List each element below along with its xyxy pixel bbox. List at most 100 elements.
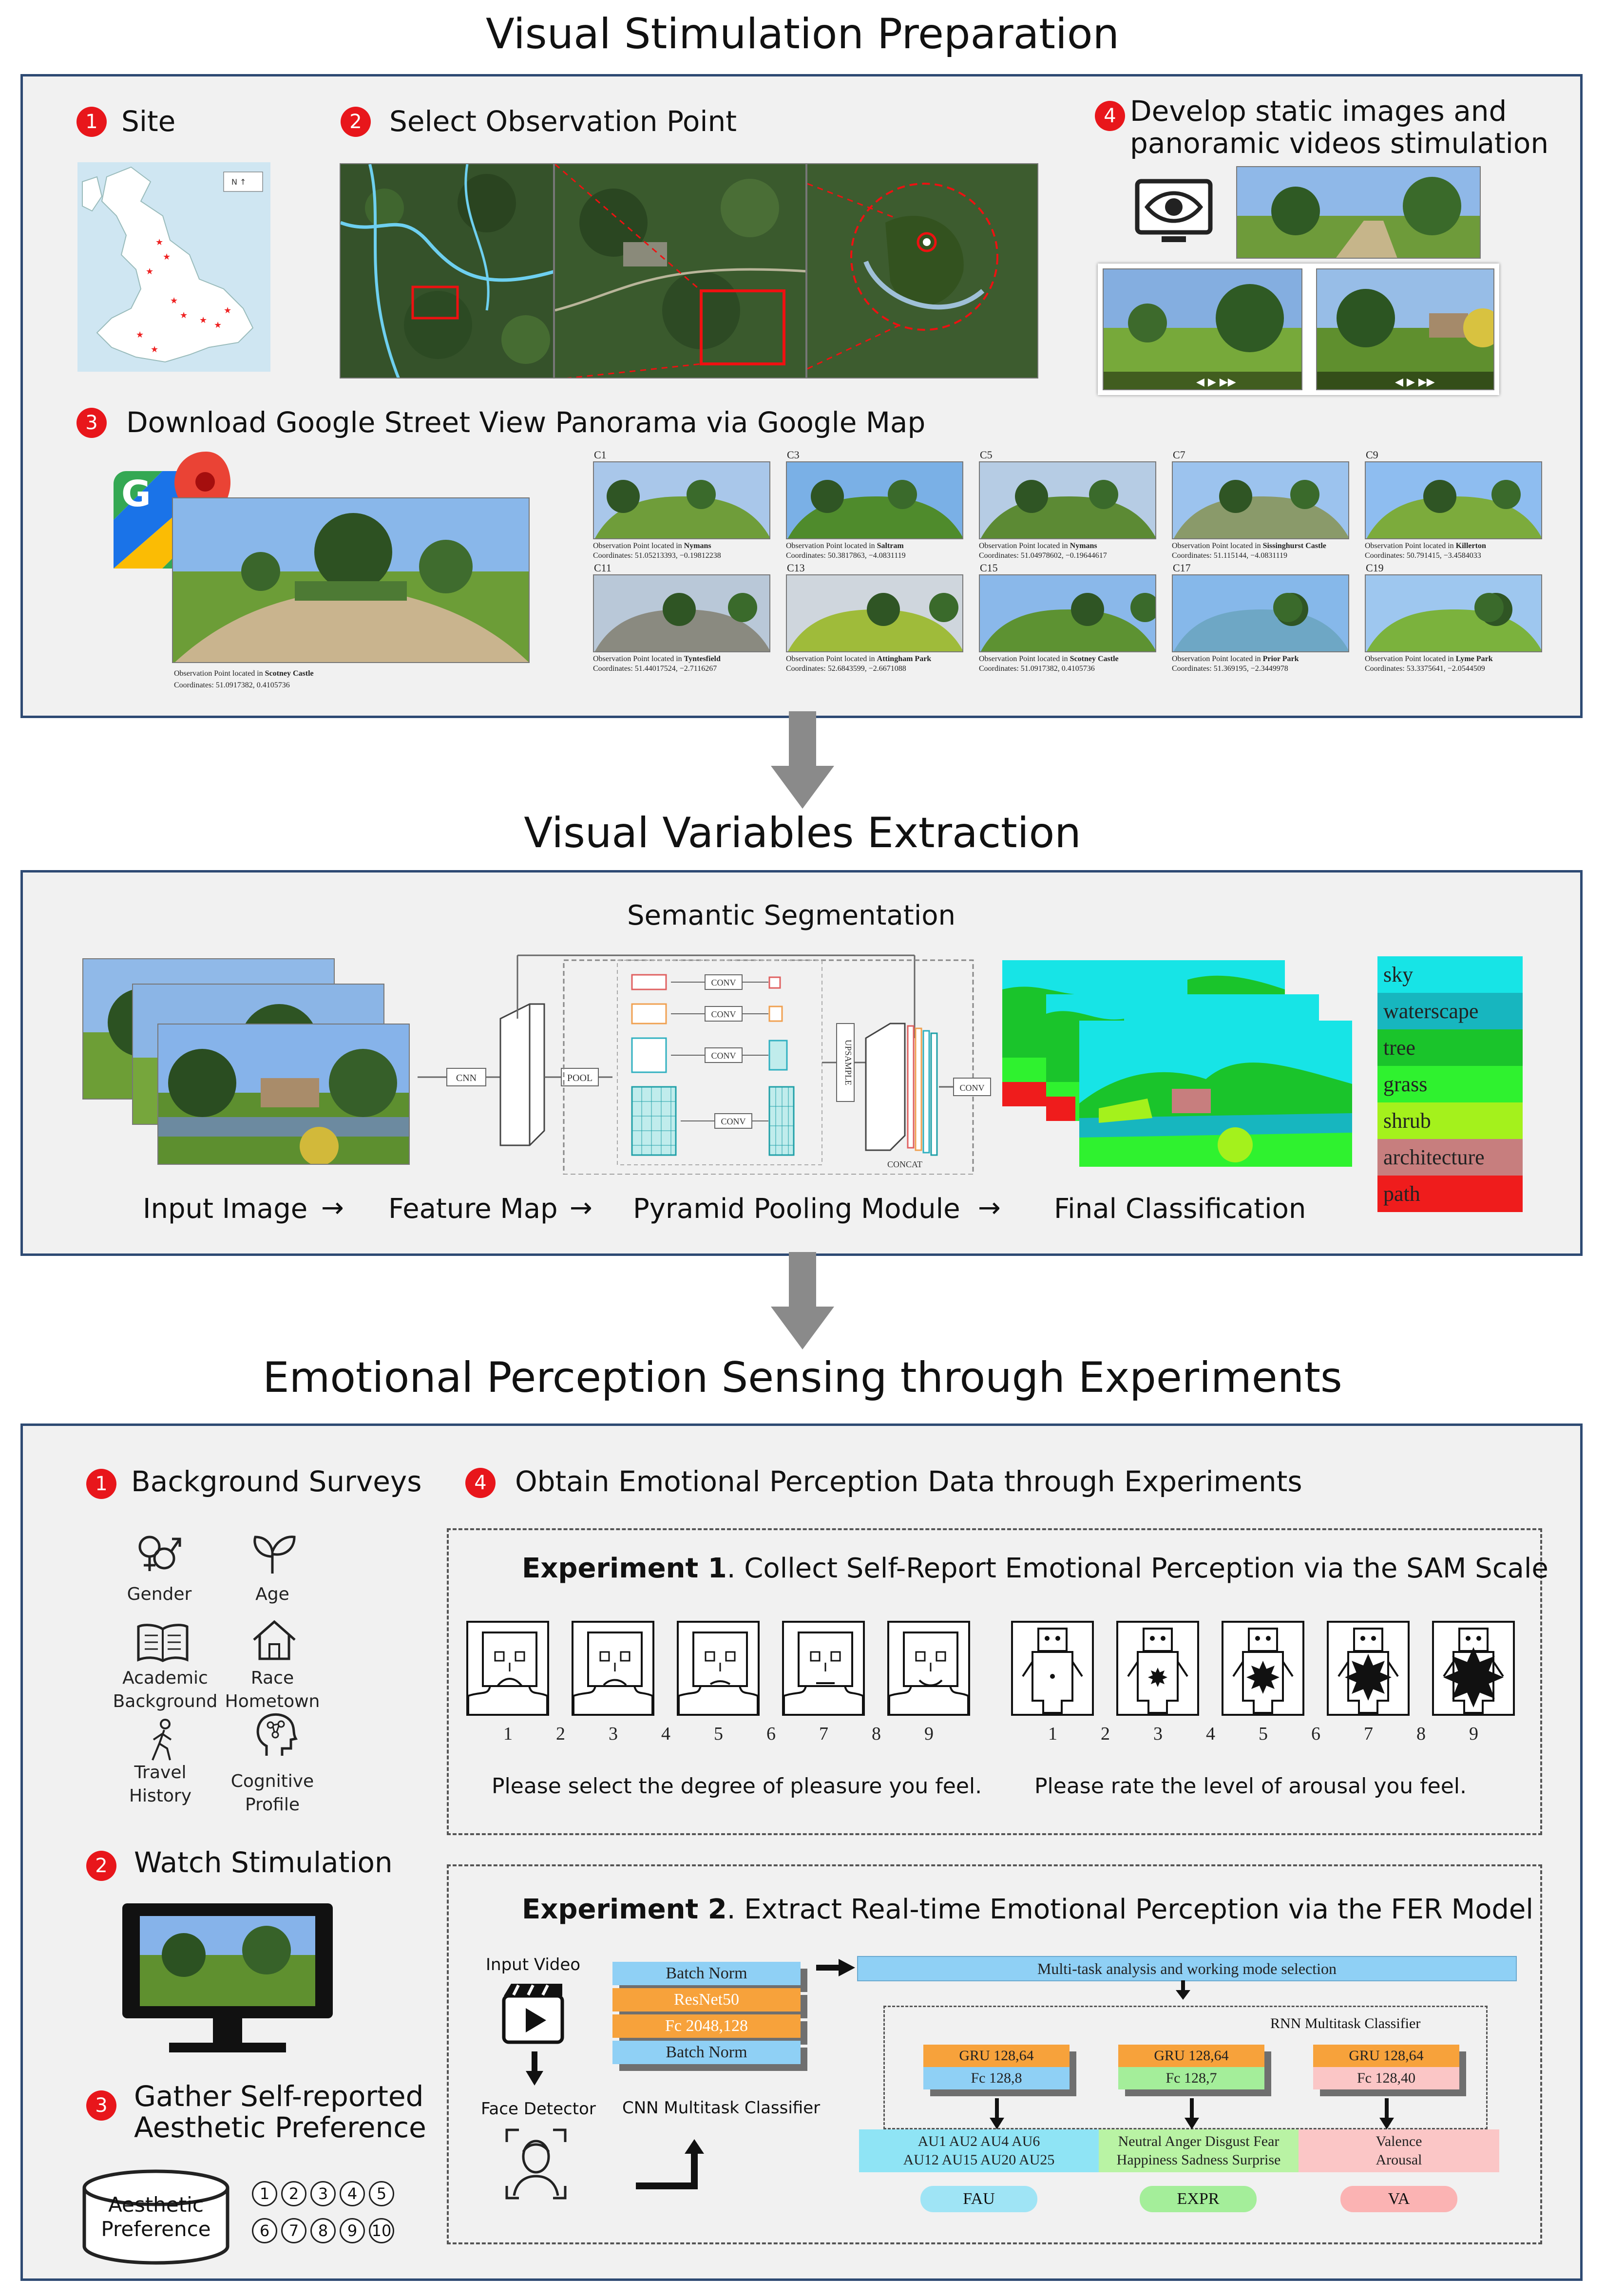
rating-option-6[interactable]: 6 xyxy=(252,2218,277,2243)
thumb-id-c13: C13 xyxy=(787,562,805,574)
video-clip-icon xyxy=(501,1981,565,2045)
arousal-scale-8[interactable]: 8 xyxy=(1416,1724,1426,1744)
svg-text:N ↑: N ↑ xyxy=(231,177,246,187)
arousal-scale-4[interactable]: 4 xyxy=(1206,1724,1215,1744)
street-view-panorama xyxy=(172,497,530,663)
step4-line1: Develop static images and xyxy=(1130,95,1507,128)
pleasure-scale-4[interactable]: 4 xyxy=(661,1724,670,1744)
sam-arousal-figure-3[interactable] xyxy=(1222,1621,1304,1716)
sam-pleasure-figure-1[interactable] xyxy=(466,1621,549,1716)
rating-option-8[interactable]: 8 xyxy=(310,2218,336,2243)
flow-arrow-down-2 xyxy=(771,1252,834,1349)
thumb-caption-coords: Coordinates: 51.369195, −2.3449978 xyxy=(1172,664,1288,673)
conv-label-final: CONV xyxy=(959,1083,984,1093)
monitor-icon xyxy=(120,1901,335,2057)
sam-pleasure-figure-3[interactable] xyxy=(677,1621,760,1716)
panorama-thumbnail-c17 xyxy=(1172,574,1349,652)
rating-option-7[interactable]: 7 xyxy=(281,2218,306,2243)
panorama-thumbnail-c9 xyxy=(1365,461,1542,539)
sam-pleasure-figure-5[interactable] xyxy=(887,1621,970,1716)
satellite-view-1 xyxy=(340,163,554,379)
rating-option-5[interactable]: 5 xyxy=(369,2181,394,2206)
arousal-scale-2[interactable]: 2 xyxy=(1101,1724,1110,1744)
arousal-scale-9[interactable]: 9 xyxy=(1469,1724,1478,1744)
experiment-2-title: Experiment 2. Extract Real-time Emotiona… xyxy=(522,1894,1533,1925)
thumb-caption-site: Observation Point located in Lyme Park xyxy=(1365,655,1493,663)
panorama-thumbnail-c7 xyxy=(1172,461,1349,539)
step-label-background-surveys: Background Surveys xyxy=(131,1465,422,1498)
svg-text:★: ★ xyxy=(155,237,163,247)
conv-label-3: CONV xyxy=(711,1051,736,1061)
thumb-caption-coords: Coordinates: 53.3375641, −2.0544509 xyxy=(1365,664,1485,673)
thumb-id-c15: C15 xyxy=(980,562,998,574)
sam-pleasure-figure-2[interactable] xyxy=(572,1621,654,1716)
pleasure-scale-6[interactable]: 6 xyxy=(766,1724,776,1744)
svg-text:★: ★ xyxy=(170,296,178,306)
svg-text:★: ★ xyxy=(180,310,188,321)
sam-pleasure-figure-4[interactable] xyxy=(782,1621,865,1716)
sam-arousal-figure-1[interactable] xyxy=(1011,1621,1094,1716)
pleasure-prompt: Please select the degree of pleasure you… xyxy=(492,1774,982,1799)
pleasure-scale-5[interactable]: 5 xyxy=(714,1724,723,1744)
rating-option-2[interactable]: 2 xyxy=(281,2181,306,2206)
site-map: ★★★ ★★★ ★★★ ★ N ↑ xyxy=(77,162,270,372)
legend-item-sky: sky xyxy=(1377,956,1523,993)
upsample-label: UPSAMPLE xyxy=(843,1040,853,1085)
pleasure-scale-7[interactable]: 7 xyxy=(819,1724,828,1744)
rating-option-4[interactable]: 4 xyxy=(340,2181,365,2206)
expr-line2: Happiness Sadness Surprise xyxy=(1116,2152,1281,2168)
rating-option-9[interactable]: 9 xyxy=(340,2218,365,2243)
thumb-caption-coords: Coordinates: 51.04978602, −0.19644617 xyxy=(979,551,1107,560)
rating-option-3[interactable]: 3 xyxy=(310,2181,336,2206)
arousal-scale-3[interactable]: 3 xyxy=(1153,1724,1163,1744)
rating-option-10[interactable]: 10 xyxy=(369,2218,394,2243)
sam-arousal-figure-4[interactable] xyxy=(1327,1621,1410,1716)
sam-scale: 1 1 2 2 3 3 4 4 5 5 6 6 7 7 8 8 9 9 xyxy=(466,1621,1529,1767)
thumb-caption-coords: Coordinates: 50.791415, −3.4584033 xyxy=(1365,551,1481,560)
satellite-view-3 xyxy=(806,163,1038,379)
arrow-to-multitask xyxy=(816,1958,855,1977)
svg-text:★: ★ xyxy=(151,344,158,355)
arousal-scale-6[interactable]: 6 xyxy=(1311,1724,1320,1744)
down-arrow-video-to-face xyxy=(525,2051,544,2086)
step-number-4: 4 xyxy=(1095,101,1125,131)
pipeline-arrow-1: → xyxy=(321,1192,344,1224)
pleasure-scale-2[interactable]: 2 xyxy=(556,1724,565,1744)
panoramic-video-2[interactable]: ◀ ▶ ▶▶ xyxy=(1316,268,1494,390)
pleasure-scale-8[interactable]: 8 xyxy=(872,1724,881,1744)
sam-arousal-figure-5[interactable] xyxy=(1432,1621,1515,1716)
sam-arousal-figure-2[interactable] xyxy=(1116,1621,1199,1716)
panoramic-video-1[interactable]: ◀ ▶ ▶▶ xyxy=(1103,268,1302,390)
rating-option-1[interactable]: 1 xyxy=(252,2181,277,2206)
svg-text:★: ★ xyxy=(214,320,222,330)
pleasure-scale-9[interactable]: 9 xyxy=(924,1724,934,1744)
thumb-caption-site: Observation Point located in Saltram xyxy=(786,542,904,550)
arousal-scale-5[interactable]: 5 xyxy=(1259,1724,1268,1744)
pipeline-arrow-3: → xyxy=(978,1192,1001,1224)
survey-gender-label: Gender xyxy=(127,1584,192,1604)
pleasure-scale-1[interactable]: 1 xyxy=(503,1724,513,1744)
svg-text:G: G xyxy=(121,473,151,515)
aesthetic-step-line1: Gather Self-reported xyxy=(134,2080,424,2113)
pleasure-scale-3[interactable]: 3 xyxy=(609,1724,618,1744)
walker-icon xyxy=(143,1718,182,1762)
step-number-1: 1 xyxy=(76,107,107,137)
va-output: Valence Arousal xyxy=(1299,2129,1499,2172)
step-number-2: 2 xyxy=(341,107,371,137)
book-icon xyxy=(136,1622,190,1663)
thumb-caption-site: Observation Point located in Attingham P… xyxy=(786,655,932,663)
panorama-caption-2: Coordinates: 51.0917382, 0.4105736 xyxy=(174,681,290,689)
panorama-thumbnail-c3 xyxy=(786,461,963,539)
academic-line2: Background xyxy=(113,1691,218,1711)
conv-label-4: CONV xyxy=(721,1117,745,1126)
face-detector-label: Face Detector xyxy=(481,2099,596,2119)
step-label-site: Site xyxy=(121,105,176,138)
thumb-caption-site: Observation Point located in Nymans xyxy=(593,542,711,550)
fau-line2: AU12 AU15 AU20 AU25 xyxy=(903,2152,1055,2168)
legend-item-shrub: shrub xyxy=(1377,1102,1523,1139)
arousal-scale-7[interactable]: 7 xyxy=(1364,1724,1373,1744)
arousal-scale-1[interactable]: 1 xyxy=(1048,1724,1057,1744)
